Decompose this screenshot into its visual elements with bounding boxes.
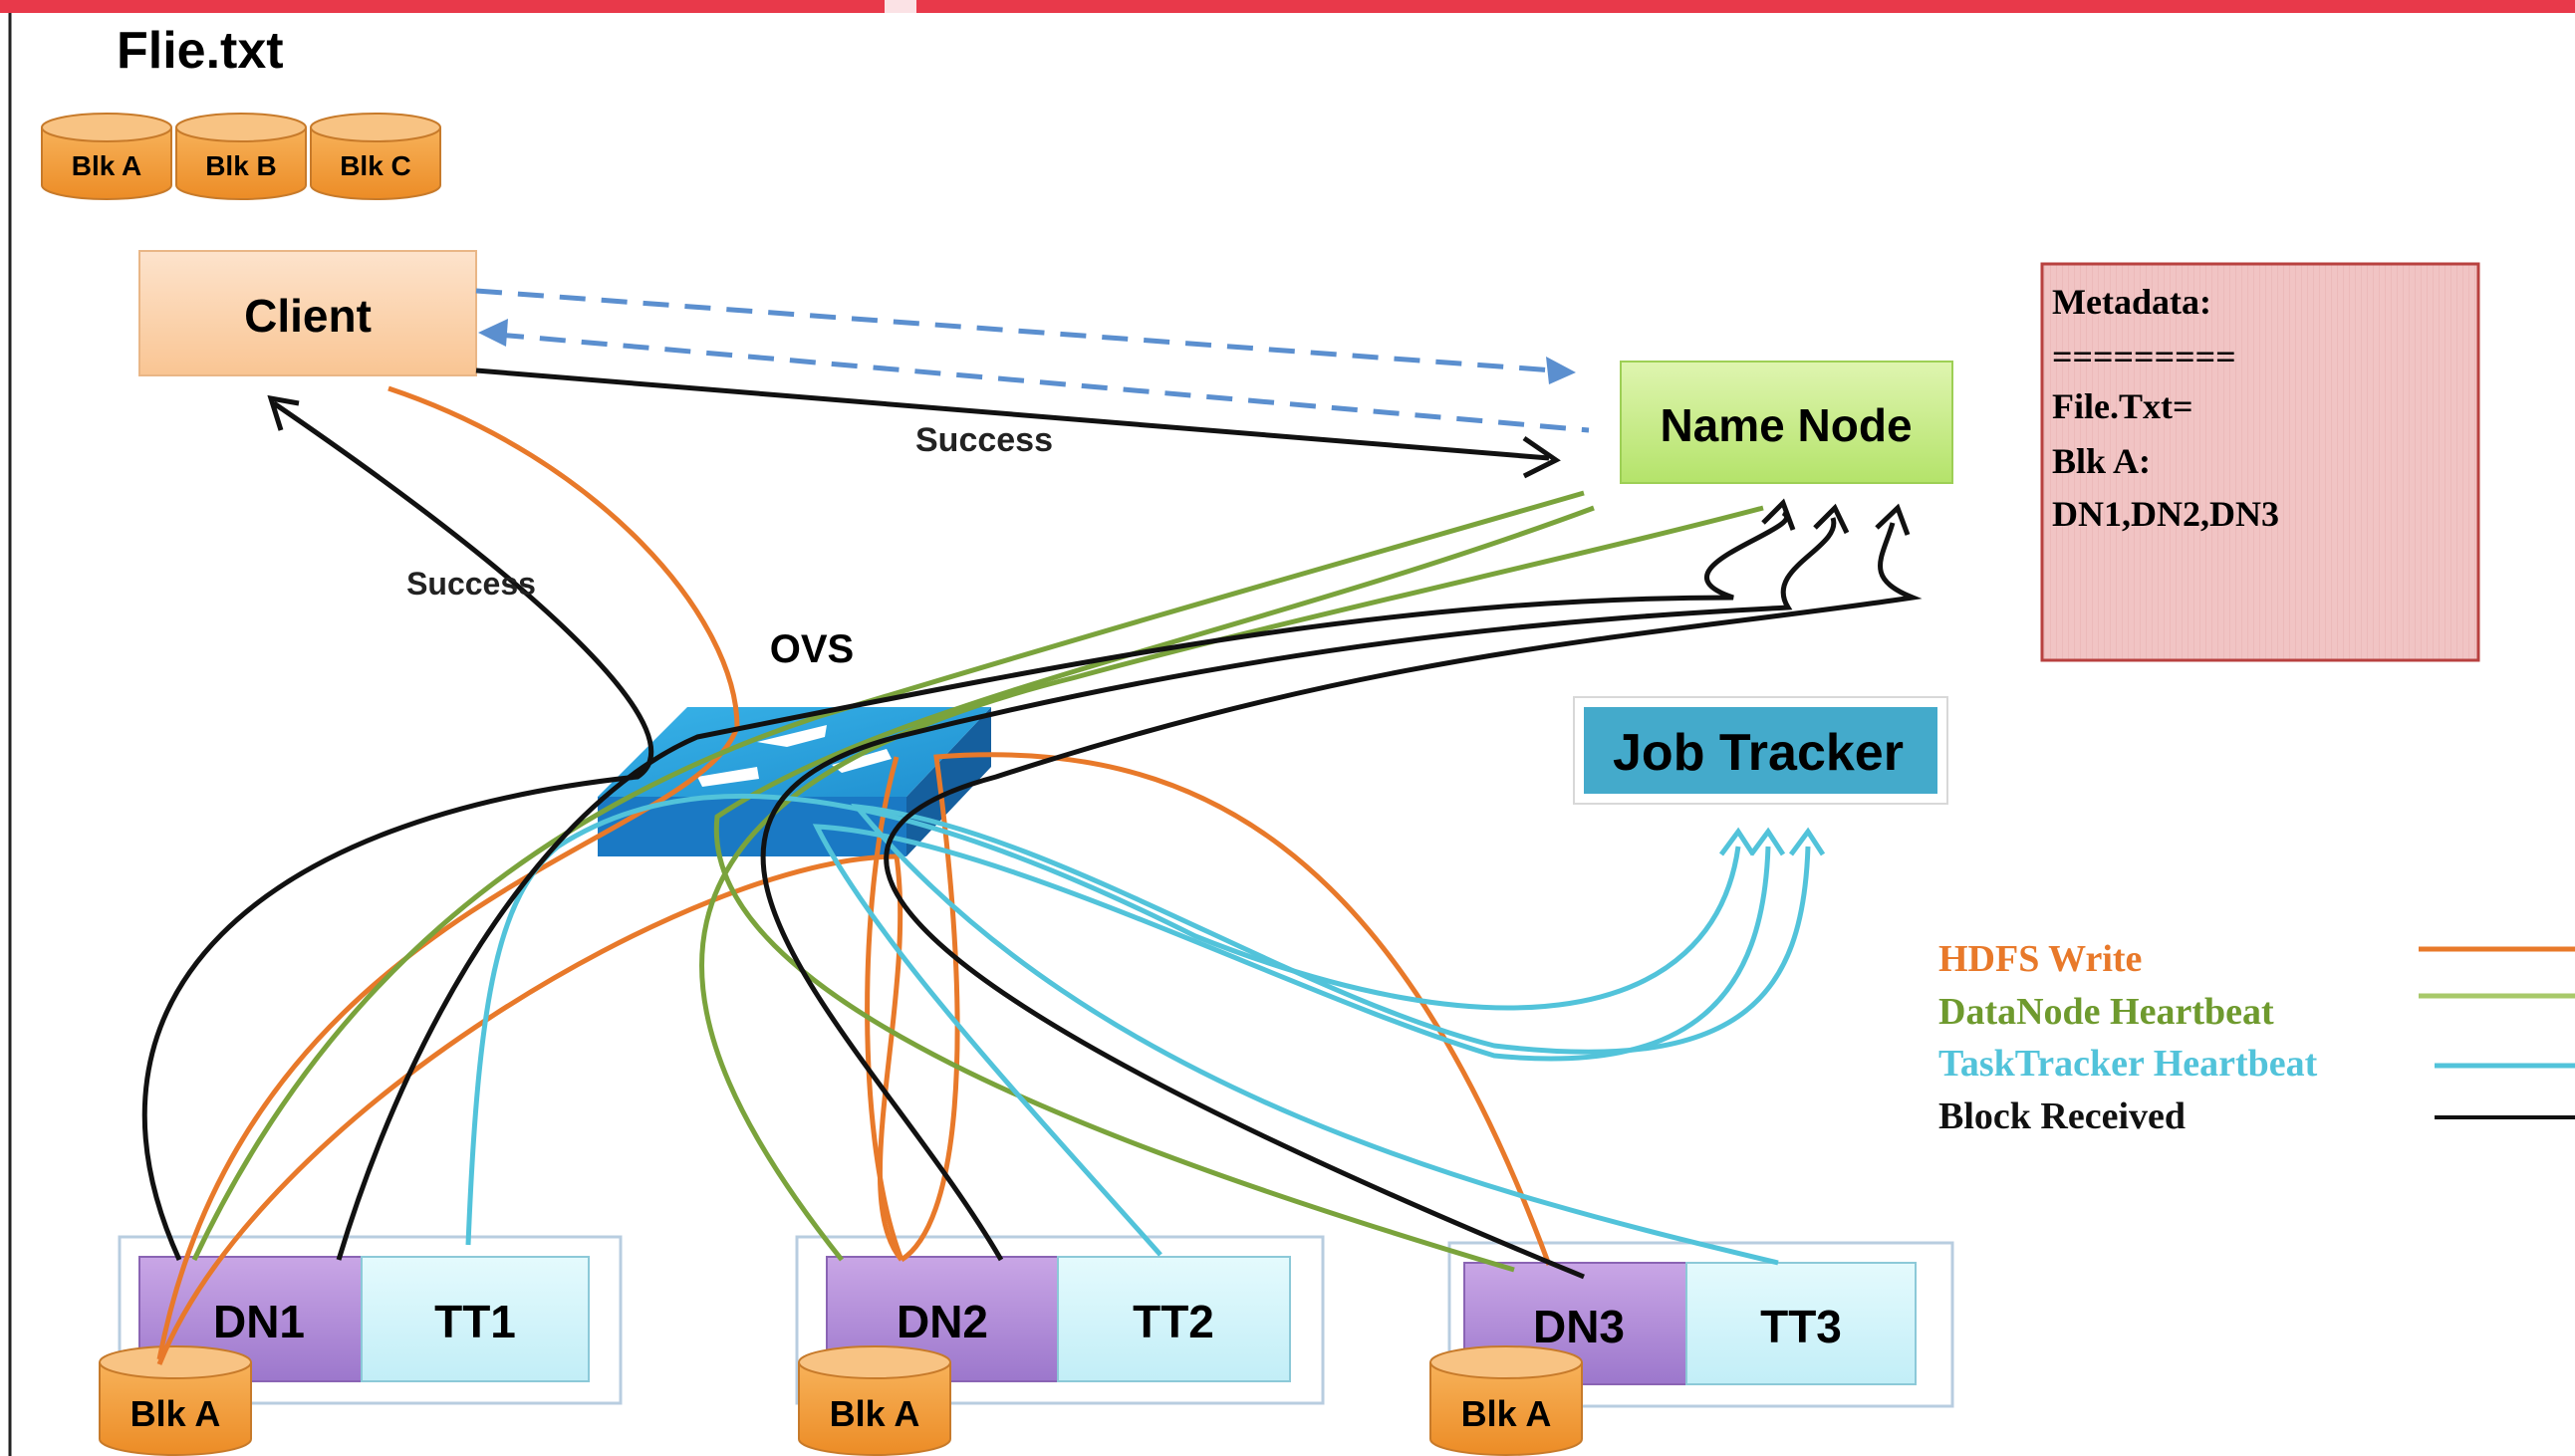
success-arrow-namenode: [475, 367, 1550, 461]
file-block-label: Blk A: [72, 150, 142, 181]
tasktracker-label: TT2: [1133, 1296, 1214, 1347]
metadata-line-4: Blk A:: [2052, 441, 2151, 481]
client-request-arrows: [475, 288, 1590, 433]
host-1: DN1 TT1 Blk A: [99, 1235, 623, 1456]
namenode-node: Name Node: [1620, 361, 1953, 484]
legend-label-tasktracker-heartbeat: TaskTracker Heartbeat: [1938, 1043, 2318, 1085]
block-cylinder: Blk A: [798, 1345, 951, 1456]
tasktracker-label: TT1: [434, 1296, 516, 1347]
host-2: DN2 TT2 Blk A: [795, 1235, 1325, 1456]
jobtracker-label: Job Tracker: [1613, 724, 1904, 782]
legend-label-block-received: Block Received: [1938, 1095, 2186, 1137]
file-block-label: Blk C: [340, 150, 411, 181]
block-received-flows: [336, 510, 1923, 1280]
top-bar-tab: [885, 0, 916, 13]
arrowhead: [1718, 827, 1756, 856]
arrowhead: [1522, 435, 1561, 479]
arrowhead: [1546, 357, 1576, 384]
arrowhead: [267, 394, 300, 431]
metadata-line-5: DN1,DN2,DN3: [2052, 494, 2279, 534]
success-label-client: Success: [406, 566, 536, 602]
block-label: Blk A: [1461, 1393, 1552, 1434]
tasktracker-label: TT3: [1760, 1301, 1842, 1352]
arrowhead: [1875, 503, 1911, 536]
namenode-label: Name Node: [1660, 399, 1912, 451]
arrowhead: [1788, 827, 1826, 856]
legend: HDFS Write DataNode Heartbeat TaskTracke…: [1938, 938, 2575, 1137]
block-cylinder: Blk A: [1429, 1345, 1583, 1456]
success-arrow-client: [141, 400, 654, 1262]
tasktracker-box: [361, 1256, 590, 1382]
block-label: Blk A: [130, 1393, 221, 1434]
file-block-a: Blk A: [41, 113, 172, 200]
file-block-b: Blk B: [175, 113, 307, 200]
tasktracker-box: [1057, 1256, 1291, 1382]
arrowhead: [1813, 503, 1850, 535]
tasktracker-heartbeat-flows: [465, 793, 1811, 1266]
block-cylinder: Blk A: [99, 1345, 252, 1456]
metadata-box: Metadata: ========= File.Txt= Blk A: DN1…: [2040, 262, 2480, 662]
top-bar: [0, 0, 2575, 13]
datanode-heartbeat-flows: [191, 490, 1764, 1273]
datanode-label: DN2: [897, 1296, 988, 1347]
arrowhead: [478, 319, 508, 347]
metadata-line-1: Metadata:: [2052, 282, 2211, 322]
tasktracker-box: [1685, 1262, 1917, 1385]
arrowhead: [1761, 498, 1796, 531]
host-3: DN3 TT3 Blk A: [1429, 1241, 1954, 1456]
datanode-label: DN3: [1533, 1301, 1625, 1352]
block-label: Blk A: [830, 1393, 920, 1434]
metadata-line-3: File.Txt=: [2052, 386, 2193, 426]
client-node: Client: [138, 250, 477, 376]
jobtracker-node: Job Tracker: [1573, 696, 1948, 805]
file-block-c: Blk C: [310, 113, 441, 200]
client-label: Client: [244, 290, 372, 342]
arrowhead: [1748, 827, 1786, 856]
file-title: Flie.txt: [117, 22, 284, 80]
datanode-label: DN1: [213, 1296, 305, 1347]
ovs-label: OVS: [770, 627, 854, 671]
metadata-line-2: =========: [2052, 337, 2236, 376]
legend-label-datanode-heartbeat: DataNode Heartbeat: [1938, 991, 2274, 1033]
legend-label-hdfs-write: HDFS Write: [1938, 938, 2142, 980]
file-block-label: Blk B: [205, 150, 277, 181]
success-label-namenode: Success: [915, 421, 1053, 459]
